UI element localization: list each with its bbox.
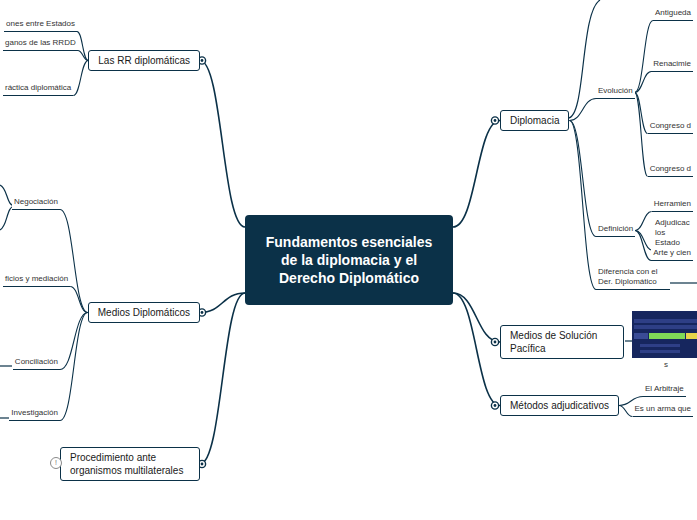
topic-text: Diferencia con el Der. Diplomático [598,267,658,286]
branch-connector [569,121,596,290]
subtopic: Antigueda [653,8,693,21]
topic-text: Definición [598,224,633,233]
branch-connector [77,32,88,61]
image-thumbnail [632,311,697,358]
icon-label: ! [50,457,62,469]
subtopic: Definición [596,224,635,237]
branch-line [670,282,697,283]
branch-connector [60,313,88,370]
topic-text: ficios y mediación [5,274,68,283]
branch-connector [200,293,245,464]
subtopic: Diferencia con el Der. Diplomático [596,267,670,290]
topic-text: ones entre Estados [6,19,75,28]
subtopic: Congreso d [648,121,693,134]
topic-text: Fundamentos esenciales de la diplomacia … [257,233,441,288]
branch-connector [453,293,500,406]
branch-connector [60,313,88,421]
branch-connector [200,293,245,313]
topic-text: Congreso d [650,164,691,173]
subtopic: Renacimie [651,59,693,72]
subtopic: Investigación [9,408,60,421]
main-topic: Medios de Solución Pacífica [500,325,624,359]
topic-text: ganos de las RRDD [5,38,76,47]
branch-line [568,0,600,118]
branch-connector [635,212,652,231]
image-caption: s [664,360,668,369]
branch-connector [635,93,648,177]
subtopic: Es un arma que [633,404,693,417]
main-topic: Las RR diplomáticas [88,50,200,71]
topic-text: Medios Diplomáticos [98,307,190,318]
subtopic: Congreso d [648,164,693,177]
branch-line [625,340,632,341]
topic-text: Congreso d [650,121,691,130]
main-topic: Medios Diplomáticos [88,302,200,323]
topic-text: Arte y cien [653,248,691,257]
topic-text: Antigueda [655,8,691,17]
main-topic: Diplomacia [500,110,569,131]
branch-connector [569,99,596,121]
topic-text: Las RR diplomáticas [98,55,190,66]
branch-connector [453,121,500,228]
branch-connector [70,287,88,313]
main-topic: Métodos adjudicativos [500,395,619,416]
topic-text: ráctica diplomática [5,83,71,92]
branch-connector [200,61,245,228]
subtopic: ones entre Estados [4,19,77,32]
topic-text: Herramien [654,199,691,208]
branch-connector [635,72,652,93]
topic-text: Renacimie [653,59,691,68]
central-topic: Fundamentos esenciales de la diplomacia … [245,215,453,305]
branch-connector [635,93,648,134]
topic-text: Procedimiento ante organismos multilater… [70,452,183,476]
branch-connector [635,21,653,93]
subtopic: Arte y cien [651,248,693,261]
topic-text: Investigación [11,408,58,417]
topic-text: Métodos adjudicativos [510,400,609,411]
main-topic: Procedimiento ante organismos multilater… [60,447,200,481]
subtopic: ficios y mediación [3,274,70,287]
collapse-toggle [491,338,498,345]
subtopic: Negociación [12,197,60,210]
subtopic: Conciliación [13,357,60,370]
topic-text: Adjudicac los Estado [655,218,690,247]
topic-text: Evolución [598,86,633,95]
branch-line [0,365,12,366]
branch-connector [78,51,89,61]
topic-text: Es un arma que [635,404,691,413]
topic-text: Medios de Solución Pacífica [510,330,597,354]
branch-connector [635,231,651,261]
topic-text: El Arbitraje [645,384,684,393]
subtopic: Herramien [652,199,693,212]
branch-connector [60,210,88,313]
branch-connector [453,293,500,342]
subtopic: ráctica diplomática [3,83,73,96]
topic-text: Negociación [14,197,58,206]
branch-connector [73,61,88,96]
branch-connector [569,121,596,237]
topic-text: Conciliación [15,357,58,366]
topic-text: Diplomacia [510,115,559,126]
collapse-toggle [491,117,498,124]
branch-connector [619,406,633,417]
subtopic: Adjudicac los Estado [653,218,693,251]
subtopic: Evolución [596,86,635,99]
subtopic: El Arbitraje [643,384,686,397]
subtopic: ganos de las RRDD [3,38,78,51]
collapse-toggle [491,402,498,409]
